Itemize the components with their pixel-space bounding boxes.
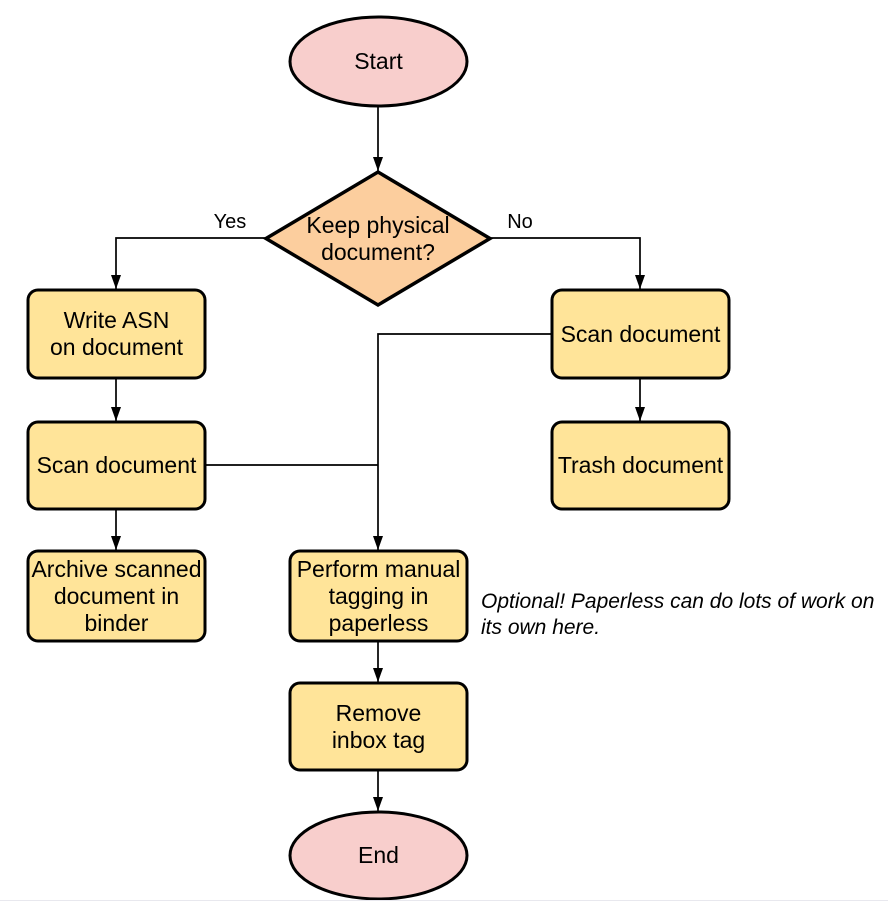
node-archive-box	[26, 549, 207, 643]
node-trash-box	[550, 420, 731, 511]
node-tagging-box	[288, 549, 469, 643]
node-scan-right-box	[550, 288, 731, 380]
node-start-terminator	[288, 15, 469, 108]
edge-decision-yes-to-write-asn	[111, 237, 266, 289]
node-decision-diamond	[262, 169, 494, 308]
optional-annotation-text: Optional! Paperless can do lots of work …	[481, 590, 875, 639]
bottom-divider-line	[0, 900, 888, 901]
node-end-terminator	[288, 810, 469, 901]
node-scan-left-box	[26, 420, 207, 511]
edge-decision-no-to-scan-right	[490, 237, 645, 289]
edge-scan-right-to-tagging	[373, 333, 552, 550]
node-write-asn-box	[26, 288, 207, 380]
node-remove-inbox-box	[288, 681, 469, 772]
